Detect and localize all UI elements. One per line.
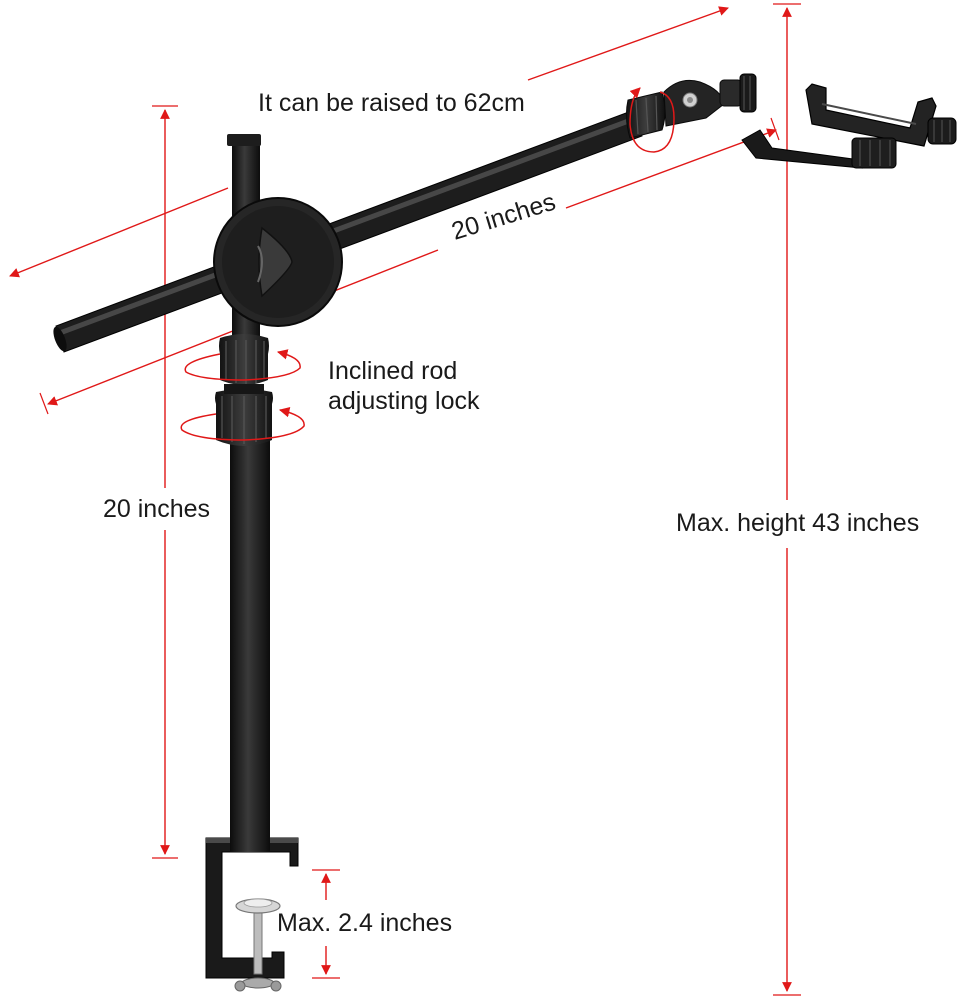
dimension-raise-line [9, 6, 729, 278]
rod-lock-label: Inclined rod adjusting lock [328, 356, 479, 416]
clamp-opening-label: Max. 2.4 inches [277, 909, 453, 937]
rotate-arrow-icon [184, 349, 301, 381]
rotate-arrow-icon [629, 87, 675, 153]
rod-lock-label-line1: Inclined rod [328, 357, 458, 385]
ball-head-mount [625, 73, 757, 139]
max-height-label: Max. height 43 inches [676, 509, 920, 537]
vertical-pole [227, 134, 270, 852]
inclined-rod-lock-knob[interactable] [219, 334, 269, 394]
dimension-clamp-line [312, 869, 340, 979]
pole-length-label: 20 inches [103, 495, 211, 523]
phone-holder [741, 83, 957, 169]
dimension-max-height-line [773, 3, 801, 996]
dimension-pole-line [152, 105, 178, 859]
height-adjust-knob[interactable] [215, 389, 273, 446]
rotate-arrow-icon [180, 407, 305, 441]
boom-arm [53, 109, 643, 353]
rod-lock-label-line2: adjusting lock [328, 387, 480, 415]
raise-height-label: It can be raised to 62cm [258, 89, 525, 117]
swivel-joint-disc[interactable] [213, 197, 343, 327]
